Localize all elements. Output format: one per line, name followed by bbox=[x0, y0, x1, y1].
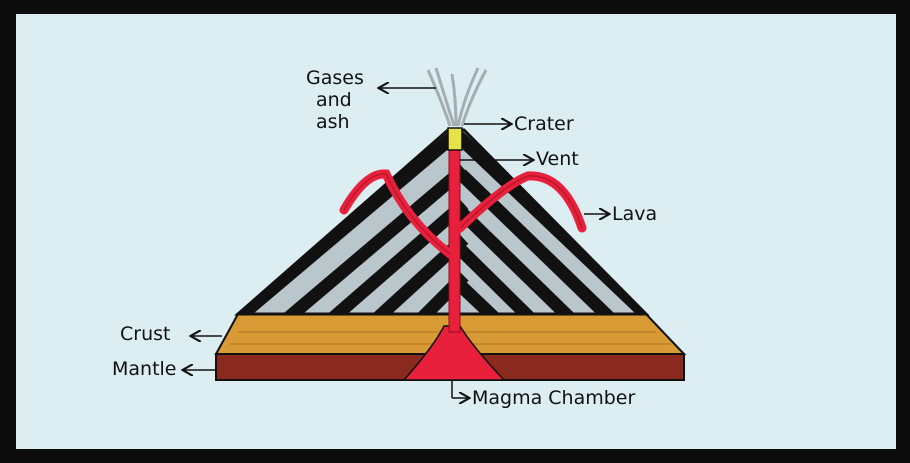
main-vent bbox=[449, 148, 460, 332]
crust-label: Crust bbox=[120, 323, 170, 345]
gas-plume bbox=[428, 68, 486, 126]
gases-label-line-1: Gases bbox=[306, 67, 364, 89]
gases-label-line-2: and bbox=[316, 89, 352, 111]
lava-label: Lava bbox=[612, 203, 657, 225]
gases-label-line-3: ash bbox=[316, 111, 350, 133]
volcano-cone bbox=[216, 114, 676, 324]
crater-label: Crater bbox=[514, 113, 574, 135]
vent-label: Vent bbox=[536, 148, 579, 170]
magma-chamber-label: Magma Chamber bbox=[472, 387, 635, 409]
volcano-diagram: Gases and ash Crater Vent Lava Crust Man… bbox=[16, 14, 896, 449]
crater-opening bbox=[448, 128, 462, 150]
mantle-label: Mantle bbox=[112, 358, 177, 380]
diagram-frame: Gases and ash Crater Vent Lava Crust Man… bbox=[16, 14, 896, 449]
